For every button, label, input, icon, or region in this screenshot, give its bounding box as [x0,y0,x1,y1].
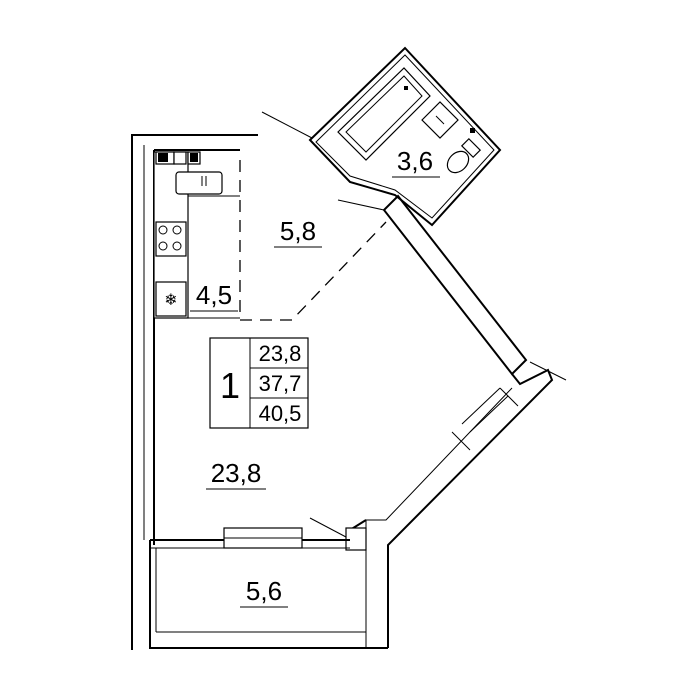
fridge-icon: ❄ [155,281,187,317]
kitchen-area-label: 4,5 [196,280,232,310]
summary-total-with-balcony: 40,5 [259,401,302,426]
svg-text:❄: ❄ [164,292,177,309]
bathtub-icon [337,67,431,161]
diagonal-walls [345,194,567,648]
hallway-area-label: 5,8 [280,216,316,246]
sink-icon [421,101,459,139]
stove-icon [155,221,187,257]
summary-total-area: 37,7 [259,371,302,396]
area-summary-table: 1 23,8 37,7 40,5 [209,337,309,429]
living-area-label: 23,8 [211,458,262,488]
rooms-count: 1 [220,365,240,406]
bathroom-area-label: 3,6 [397,146,433,176]
kitchen: ❄ [153,151,240,319]
kitchen-sink-icon [175,171,223,195]
bathroom [308,46,502,227]
balcony [149,527,388,649]
zone-separators [239,160,387,321]
balcony-area-label: 5,6 [246,576,282,606]
summary-living-area: 23,8 [259,341,302,366]
toilet-icon [446,137,482,174]
room-labels: 3,6 5,8 4,5 23,8 5,6 [190,146,440,608]
